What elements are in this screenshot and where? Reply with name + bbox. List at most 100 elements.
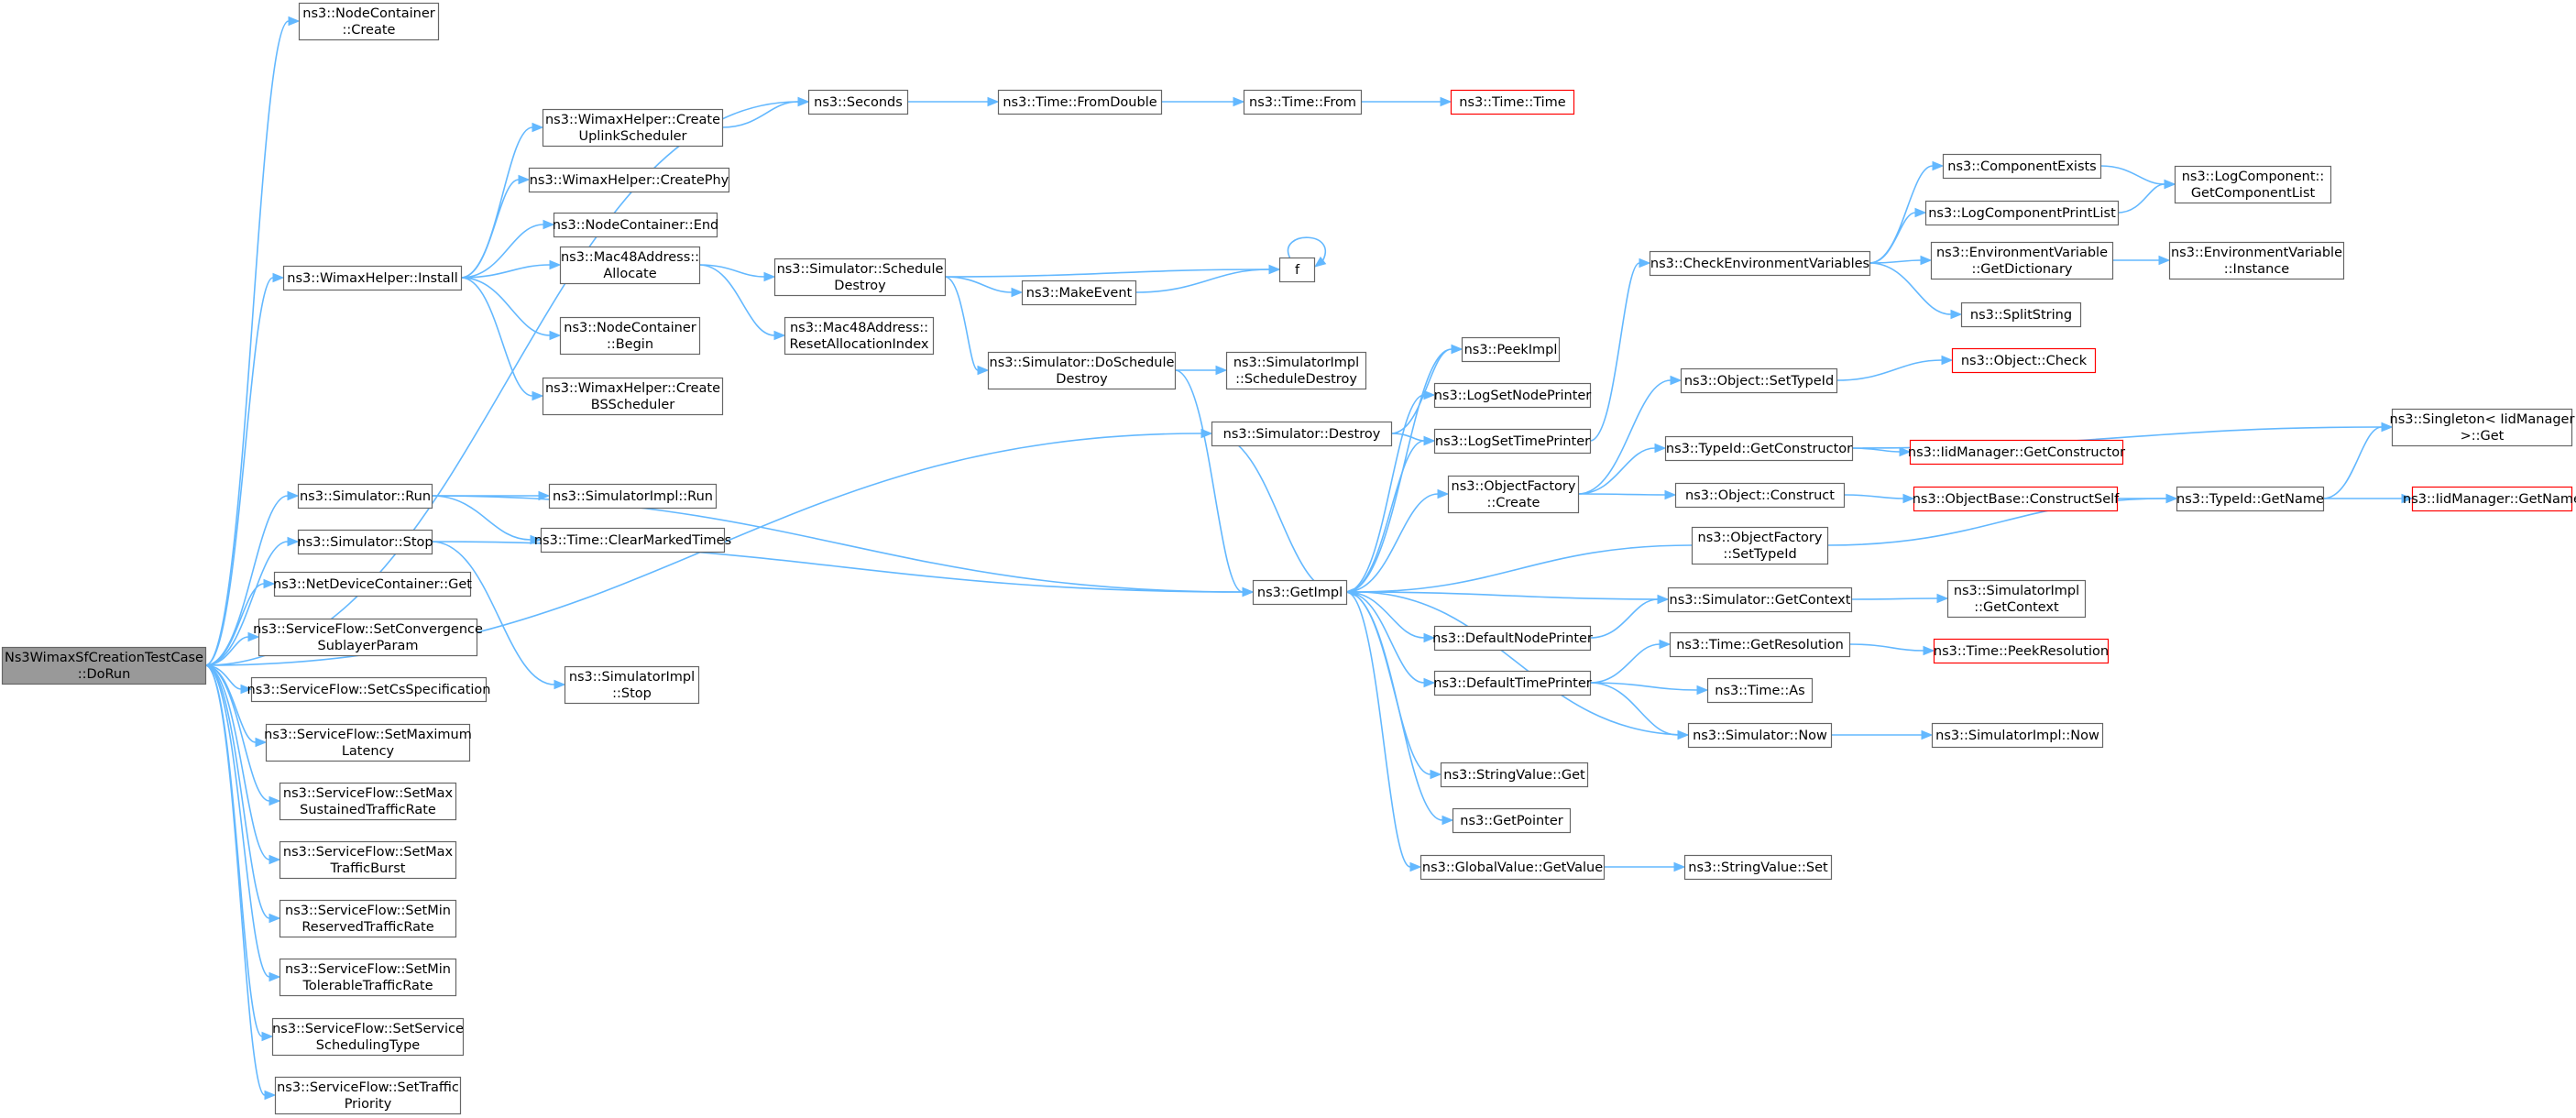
function-node-iid-getctor[interactable]: ns3::IidManager::GetConstructor	[1908, 439, 2125, 466]
function-node-sim-now[interactable]: ns3::Simulator::Now	[1687, 722, 1833, 749]
function-node-label: ns3::Object::SetTypeId	[1684, 374, 1834, 389]
function-node-box	[1433, 428, 1592, 455]
function-node-sf-maxsust[interactable]: ns3::ServiceFlow::SetMaxSustainedTraffic…	[279, 782, 457, 821]
function-node-gv-getvalue[interactable]: ns3::GlobalValue::GetValue	[1420, 854, 1606, 881]
function-node-compexists[interactable]: ns3::ComponentExists	[1942, 153, 2102, 180]
call-edge-arrowhead	[272, 272, 285, 283]
call-edge-line	[204, 664, 270, 978]
function-node-label: ns3::Simulator::DoSchedule	[990, 356, 1175, 370]
call-edge-dtp-to-sim_now	[1589, 682, 1690, 740]
function-node-box	[1683, 854, 1833, 881]
call-edge-arrowhead	[532, 122, 544, 133]
function-node-peekimpl[interactable]: ns3::PeekImpl	[1461, 336, 1561, 363]
function-node-time-time[interactable]: ns3::Time::Time	[1450, 89, 1575, 115]
function-node-sf-mintol[interactable]: ns3::ServiceFlow::SetMinTolerableTraffic…	[279, 958, 457, 997]
function-node-getimpl[interactable]: ns3::GetImpl	[1252, 579, 1348, 606]
function-node-time-as[interactable]: ns3::Time::As	[1706, 677, 1814, 704]
function-node-env-getdict[interactable]: ns3::EnvironmentVariable::GetDictionary	[1930, 241, 2114, 280]
call-edge-line	[944, 269, 1270, 278]
function-node-sim-getctx[interactable]: ns3::Simulator::GetContext	[1667, 586, 1853, 613]
function-node-simimpl-scheddestroy[interactable]: ns3::SimulatorImpl::ScheduleDestroy	[1225, 351, 1367, 390]
function-node-seconds[interactable]: ns3::Seconds	[807, 89, 909, 115]
call-edge-arrowhead	[1670, 375, 1683, 386]
function-node-sim-run[interactable]: ns3::Simulator::Run	[297, 483, 433, 510]
function-node-label: ns3::SimulatorImpl::Now	[1935, 729, 2099, 743]
function-node-mac48-alloc[interactable]: ns3::Mac48Address::Allocate	[559, 246, 701, 285]
function-node-getpointer[interactable]: ns3::GetPointer	[1452, 807, 1572, 834]
function-node-iid-getname[interactable]: ns3::IidManager::GetName	[2403, 486, 2576, 512]
call-edge-arrowhead	[1268, 264, 1281, 275]
function-node-box	[1252, 579, 1348, 606]
function-node-splitstring[interactable]: ns3::SplitString	[1960, 301, 2082, 328]
function-node-sim-destroy[interactable]: ns3::Simulator::Destroy	[1211, 421, 1393, 447]
function-node-box	[997, 89, 1163, 115]
function-node-sv-set[interactable]: ns3::StringValue::Set	[1683, 854, 1833, 881]
function-node-f[interactable]: f	[1278, 257, 1316, 283]
function-node-time-clearmarked[interactable]: ns3::Time::ClearMarkedTimes	[534, 527, 731, 554]
function-node-sim-sched-destroy[interactable]: ns3::Simulator::ScheduleDestroy	[773, 258, 947, 297]
function-node-box	[1450, 89, 1575, 115]
function-node-dtp[interactable]: ns3::DefaultTimePrinter	[1433, 670, 1592, 696]
function-node-simimpl-now[interactable]: ns3::SimulatorImpl::Now	[1931, 722, 2104, 749]
function-node-nc-begin[interactable]: ns3::NodeContainer::Begin	[559, 316, 701, 356]
function-node-box	[1924, 200, 2120, 226]
function-node-label: ns3::SimulatorImpl	[1954, 584, 2079, 598]
function-node-sf-minres[interactable]: ns3::ServiceFlow::SetMinReservedTrafficR…	[279, 899, 457, 938]
call-edge-arrowhead	[1936, 593, 1949, 604]
function-node-lstp[interactable]: ns3::LogSetTimePrinter	[1433, 428, 1592, 455]
function-node-typeid-getctor[interactable]: ns3::TypeId::GetConstructor	[1664, 435, 1854, 462]
function-node-sf-sched[interactable]: ns3::ServiceFlow::SetServiceSchedulingTy…	[271, 1017, 465, 1057]
function-node-ndc-get[interactable]: ns3::NetDeviceContainer::Get	[273, 571, 472, 597]
function-node-sf-cs[interactable]: ns3::ServiceFlow::SetCsSpecification	[247, 676, 491, 703]
function-node-lsnp[interactable]: ns3::LogSetNodePrinter	[1434, 382, 1592, 409]
function-node-nc-create[interactable]: ns3::NodeContainer::Create	[298, 2, 440, 41]
function-node-of-settypeid[interactable]: ns3::ObjectFactory::SetTypeId	[1691, 526, 1829, 565]
function-node-time-peekres[interactable]: ns3::Time::PeekResolution	[1934, 638, 2109, 664]
function-node-time-getres[interactable]: ns3::Time::GetResolution	[1669, 631, 1851, 658]
function-node-lcpl[interactable]: ns3::LogComponentPrintList	[1924, 200, 2120, 226]
function-node-label: ns3::IidManager::GetConstructor	[1908, 445, 2125, 460]
function-node-makeevent[interactable]: ns3::MakeEvent	[1021, 280, 1137, 306]
function-node-simimpl-getctx[interactable]: ns3::SimulatorImpl::GetContext	[1946, 579, 2087, 619]
function-node-label: ns3::EnvironmentVariable	[1936, 246, 2108, 260]
call-edge-dtp-to-time_getres	[1589, 639, 1672, 684]
function-node-label: ns3::Simulator::Destroy	[1223, 427, 1381, 442]
function-node-dnp[interactable]: ns3::DefaultNodePrinter	[1432, 625, 1593, 652]
function-node-nc-end[interactable]: ns3::NodeContainer::End	[553, 212, 719, 238]
call-edge-env_getdict-to-env_instance	[2112, 255, 2171, 266]
function-node-singleton-get[interactable]: ns3::Singleton< IidManager >::Get	[2390, 408, 2575, 447]
function-node-objbase-cself[interactable]: ns3::ObjectBase::ConstructSelf	[1913, 486, 2120, 512]
call-edge-arrowhead	[530, 534, 543, 545]
function-node-wh-phy[interactable]: ns3::WimaxHelper::CreatePhy	[528, 167, 730, 193]
call-edge-sim_now-to-simimpl_now	[1831, 729, 1934, 740]
function-node-simimpl-stop[interactable]: ns3::SimulatorImpl::Stop	[564, 665, 700, 705]
function-node-sv-get[interactable]: ns3::StringValue::Get	[1440, 762, 1589, 788]
function-node-obj-settypeid[interactable]: ns3::Object::SetTypeId	[1680, 367, 1838, 394]
function-node-mac48-reset[interactable]: ns3::Mac48Address::ResetAllocationIndex	[784, 316, 935, 356]
function-node-checkenv[interactable]: ns3::CheckEnvironmentVariables	[1649, 250, 1871, 277]
function-node-env-instance[interactable]: ns3::EnvironmentVariable::Instance	[2168, 241, 2345, 280]
function-node-simimpl-run[interactable]: ns3::SimulatorImpl::Run	[548, 483, 718, 510]
function-node-sf-conv[interactable]: ns3::ServiceFlow::SetConvergenceSublayer…	[253, 618, 483, 657]
function-node-root[interactable]: Ns3WimaxSfCreationTestCase::DoRun	[1, 646, 207, 685]
function-node-wh-install[interactable]: ns3::WimaxHelper::Install	[282, 265, 463, 291]
function-node-of-create[interactable]: ns3::ObjectFactory::Create	[1447, 475, 1580, 514]
function-node-fromdouble[interactable]: ns3::Time::FromDouble	[997, 89, 1163, 115]
call-edge-line	[1135, 269, 1270, 293]
function-node-time-from[interactable]: ns3::Time::From	[1243, 89, 1363, 115]
call-edge-typeid_getname-to-singleton_get	[2322, 422, 2394, 499]
call-edge-line	[1869, 165, 1934, 264]
function-node-obj-check[interactable]: ns3::Object::Check	[1951, 347, 2097, 374]
function-node-obj-construct[interactable]: ns3::Object::Construct	[1674, 482, 1846, 509]
function-node-box	[1960, 301, 2082, 328]
function-node-typeid-getname[interactable]: ns3::TypeId::GetName	[2176, 486, 2325, 512]
function-node-logcomp-list[interactable]: ns3::LogComponent::GetComponentList	[2174, 165, 2332, 204]
function-node-sim-stop[interactable]: ns3::Simulator::Stop	[297, 529, 433, 555]
call-edge-line	[204, 664, 270, 919]
